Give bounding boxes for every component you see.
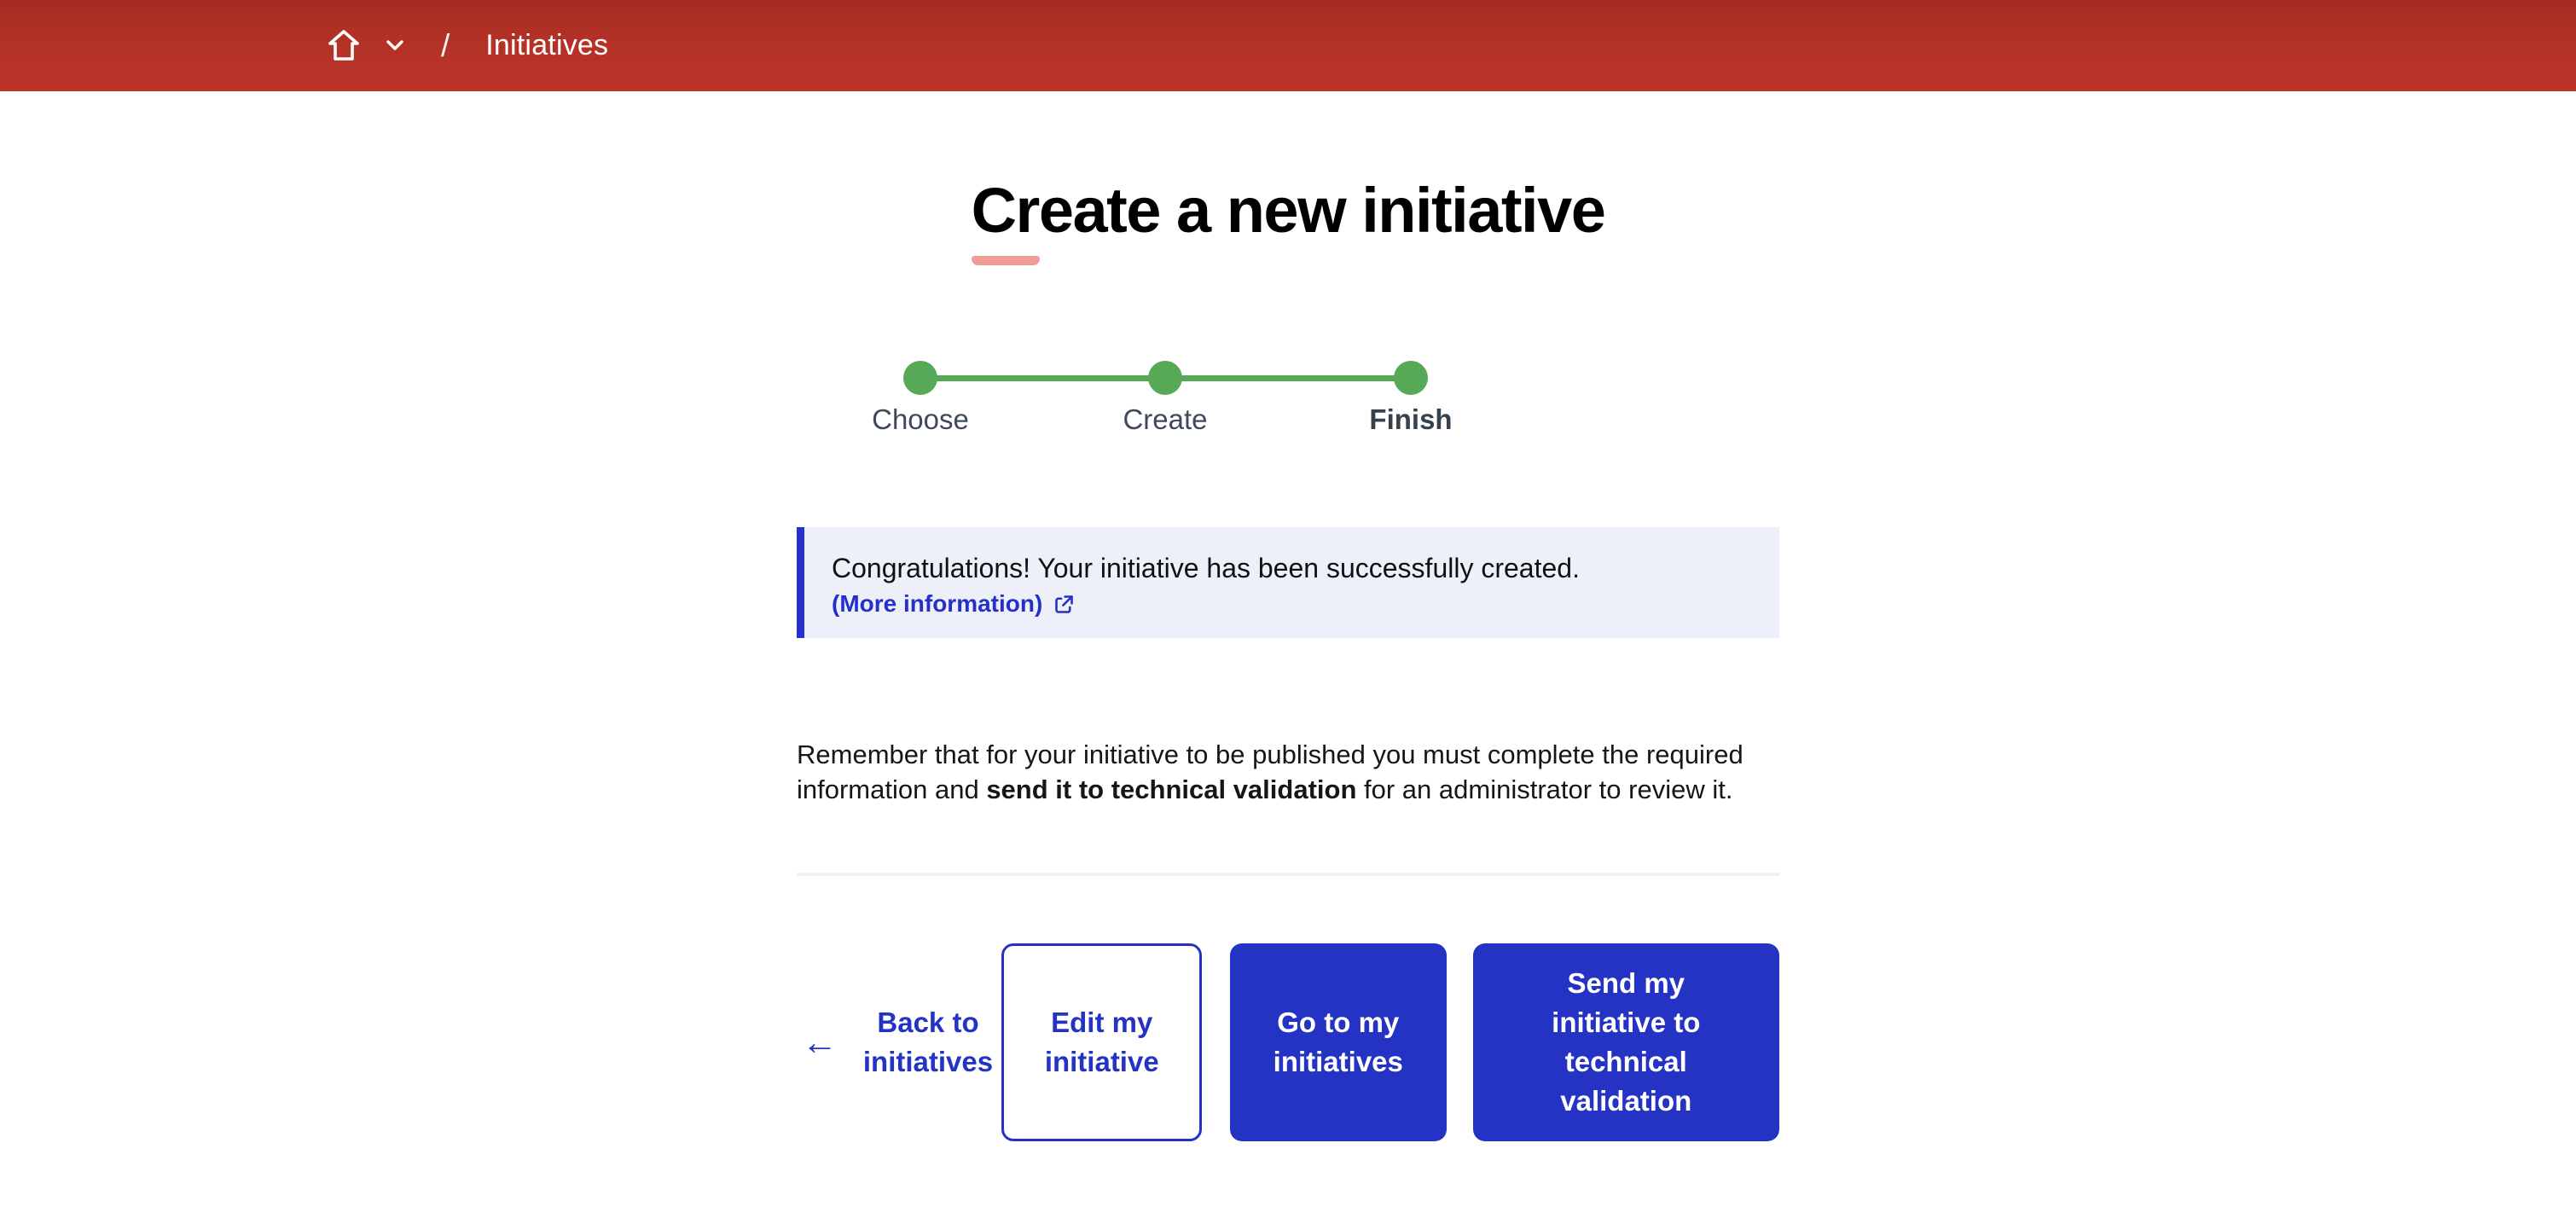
action-buttons-row: ← Back to initiatives Edit my initiative… — [797, 943, 1779, 1141]
more-information-link[interactable]: (More information) — [832, 590, 1076, 618]
step-label-finish: Finish — [1369, 403, 1453, 435]
chevron-down-icon[interactable] — [386, 40, 403, 51]
reminder-text-before: Remember that for your initiative to be … — [797, 740, 1743, 804]
main-content: Create a new initiative Choose Create Fi… — [0, 172, 2576, 1141]
reminder-text-bold: send it to technical validation — [986, 775, 1357, 804]
step-dot-create — [1148, 361, 1182, 395]
publish-reminder-text: Remember that for your initiative to be … — [797, 737, 1765, 807]
section-divider — [797, 873, 1779, 876]
send-to-technical-validation-button[interactable]: Send my initiative to technical validati… — [1472, 943, 1779, 1141]
page-title: Create a new initiative — [971, 175, 1606, 246]
reminder-text-after: for an administrator to review it. — [1356, 775, 1733, 804]
go-to-my-initiatives-button[interactable]: Go to my initiatives — [1230, 943, 1447, 1141]
step-label-choose: Choose — [872, 403, 969, 435]
title-block: Create a new initiative — [971, 172, 1606, 265]
success-alert: Congratulations! Your initiative has bee… — [797, 527, 1779, 638]
step-dot-choose — [903, 361, 937, 395]
external-link-icon — [1053, 593, 1076, 616]
step-label-create: Create — [1123, 403, 1208, 435]
success-alert-message: Congratulations! Your initiative has bee… — [832, 553, 1580, 583]
progress-stepper: Choose Create Finish — [797, 361, 1779, 446]
title-accent-bar — [971, 256, 1040, 265]
back-to-initiatives-label: Back to initiatives — [862, 1007, 994, 1077]
back-to-initiatives-link[interactable]: ← Back to initiatives — [797, 943, 1001, 1141]
home-icon — [327, 28, 361, 64]
step-dot-finish — [1394, 361, 1428, 395]
top-nav: / Initiatives — [0, 0, 2576, 91]
home-button[interactable] — [327, 28, 361, 64]
breadcrumb-item-initiatives[interactable]: Initiatives — [485, 29, 609, 61]
breadcrumb: / Initiatives — [327, 28, 608, 64]
arrow-left-icon: ← — [802, 1022, 838, 1062]
more-information-link-label: (More information) — [832, 590, 1043, 617]
edit-my-initiative-button[interactable]: Edit my initiative — [1001, 943, 1203, 1141]
breadcrumb-separator: / — [441, 27, 450, 63]
